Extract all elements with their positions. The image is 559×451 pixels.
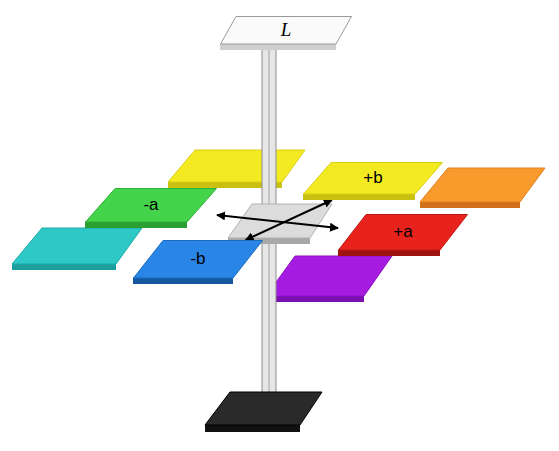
blue-plate: -b bbox=[133, 240, 263, 284]
label-holder: L bbox=[220, 16, 352, 44]
yellow-plate: +b bbox=[303, 162, 443, 200]
plate-face bbox=[339, 215, 468, 251]
neutral-plate bbox=[228, 204, 332, 244]
plate-edge bbox=[303, 194, 415, 200]
axis-label: +b bbox=[363, 169, 382, 188]
plate-edge bbox=[338, 250, 440, 256]
axis-label: -b bbox=[190, 250, 205, 269]
plate-face bbox=[304, 163, 443, 195]
label-holder: +a bbox=[338, 214, 468, 250]
label-holder: +b bbox=[303, 162, 443, 194]
cyan-plate bbox=[12, 228, 142, 270]
plate-face bbox=[134, 241, 263, 279]
axis-arrow bbox=[217, 215, 338, 228]
label-holder: -b bbox=[133, 240, 263, 278]
plate-face bbox=[86, 189, 217, 223]
axis-label: -a bbox=[143, 196, 158, 215]
lightness-plate: L bbox=[220, 16, 352, 50]
black-base-plate bbox=[205, 392, 322, 432]
plate-edge bbox=[133, 278, 233, 284]
axis-arrow bbox=[246, 200, 332, 240]
purple-plate bbox=[266, 256, 392, 302]
plate-edge bbox=[220, 44, 336, 50]
axis-label: +a bbox=[393, 223, 412, 242]
green-plate: -a bbox=[85, 188, 217, 228]
orange-plate bbox=[420, 168, 545, 208]
label-holder: -a bbox=[85, 188, 217, 222]
yellow-plate bbox=[168, 150, 305, 188]
plate-face bbox=[221, 17, 352, 45]
plate-edge bbox=[85, 222, 187, 228]
red-plate: +a bbox=[338, 214, 468, 256]
axis-label: L bbox=[281, 20, 292, 41]
